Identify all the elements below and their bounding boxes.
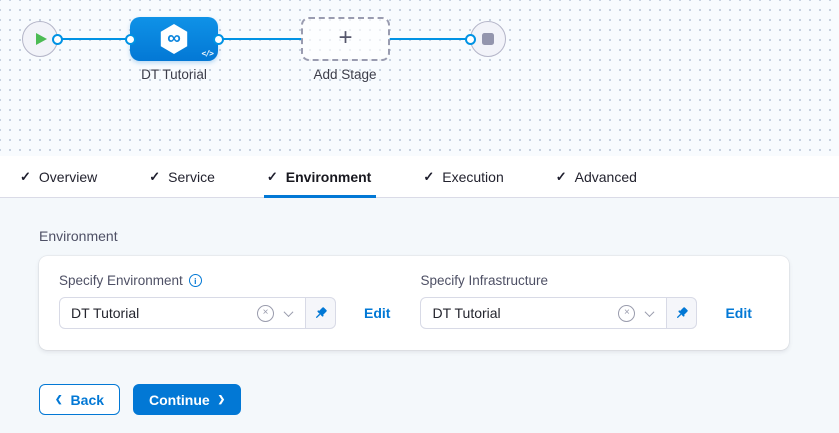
wizard-footer: ❮ Back Continue ❯ [39, 384, 799, 415]
section-title: Environment [39, 228, 118, 244]
field-label: Specify Infrastructure [420, 273, 549, 288]
stop-icon [482, 33, 494, 45]
tab-label: Environment [285, 168, 372, 185]
check-icon: ✓ [555, 168, 567, 184]
tab-service[interactable]: ✓ Service [149, 156, 215, 197]
stage-config-tabs: ✓ Overview ✓ Service ✓ Environment ✓ Exe… [0, 156, 839, 198]
check-icon: ✓ [20, 168, 31, 184]
plus-icon: + [338, 24, 353, 51]
chevron-right-icon: ❯ [217, 394, 226, 404]
pin-button[interactable] [305, 297, 336, 329]
pipeline-edge [57, 38, 131, 40]
tab-label: Execution [442, 168, 504, 185]
add-stage-button[interactable]: + [301, 17, 390, 61]
stage-label: DT Tutorial [141, 67, 207, 82]
code-icon[interactable]: </> [201, 49, 214, 58]
continue-button[interactable]: Continue ❯ [133, 384, 242, 415]
deployment-stage-icon: ∞ [160, 24, 188, 54]
tab-label: Advanced [574, 168, 637, 185]
edit-infrastructure-link[interactable]: Edit [725, 305, 752, 321]
add-stage-label: Add Stage [313, 67, 377, 82]
tab-overview[interactable]: ✓ Overview [20, 156, 97, 197]
pipeline-edge [389, 38, 468, 40]
pipeline-edge [217, 38, 302, 40]
field-specify-environment: Specify Environment i DT Tutorial × [59, 273, 390, 329]
field-specify-infrastructure: Specify Infrastructure DT Tutorial × [420, 273, 752, 329]
play-icon [36, 33, 47, 45]
connector-dot[interactable] [124, 33, 136, 45]
infinity-icon: ∞ [167, 27, 181, 49]
tab-label: Service [168, 168, 215, 185]
pin-icon [315, 306, 327, 318]
tab-environment[interactable]: ✓ Environment [263, 156, 377, 198]
check-icon: ✓ [423, 168, 435, 184]
clear-icon[interactable]: × [618, 304, 636, 322]
infrastructure-select[interactable]: DT Tutorial × [420, 297, 668, 329]
select-value: DT Tutorial [432, 305, 501, 321]
continue-button-label: Continue [149, 391, 210, 408]
chevron-down-icon[interactable] [283, 306, 294, 317]
pipeline-canvas[interactable]: ∞ </> DT Tutorial + Add Stage [0, 0, 839, 156]
edit-environment-link[interactable]: Edit [364, 305, 391, 321]
environment-tab-panel: Environment Specify Environment i DT Tut… [0, 198, 839, 433]
tab-execution[interactable]: ✓ Execution [423, 156, 503, 197]
pin-button[interactable] [666, 297, 698, 329]
connector-dot[interactable] [212, 33, 224, 45]
check-icon: ✓ [266, 168, 278, 184]
connector-dot[interactable] [464, 33, 476, 45]
environment-card: Specify Environment i DT Tutorial × [39, 256, 789, 350]
select-value: DT Tutorial [71, 305, 140, 321]
info-icon[interactable]: i [188, 274, 202, 287]
tab-advanced[interactable]: ✓ Advanced [556, 156, 637, 197]
pin-icon [677, 306, 689, 318]
chevron-down-icon[interactable] [645, 306, 655, 317]
chevron-left-icon: ❮ [55, 394, 63, 404]
pipeline-end-node [470, 21, 506, 57]
field-label: Specify Environment [59, 273, 183, 288]
stage-node-dt-tutorial[interactable]: ∞ </> [130, 17, 218, 61]
back-button-label: Back [70, 391, 105, 408]
check-icon: ✓ [149, 168, 161, 184]
clear-icon[interactable]: × [257, 304, 274, 322]
back-button[interactable]: ❮ Back [39, 384, 121, 415]
tab-label: Overview [38, 168, 98, 185]
connector-dot[interactable] [52, 33, 63, 45]
environment-select[interactable]: DT Tutorial × [59, 297, 306, 329]
